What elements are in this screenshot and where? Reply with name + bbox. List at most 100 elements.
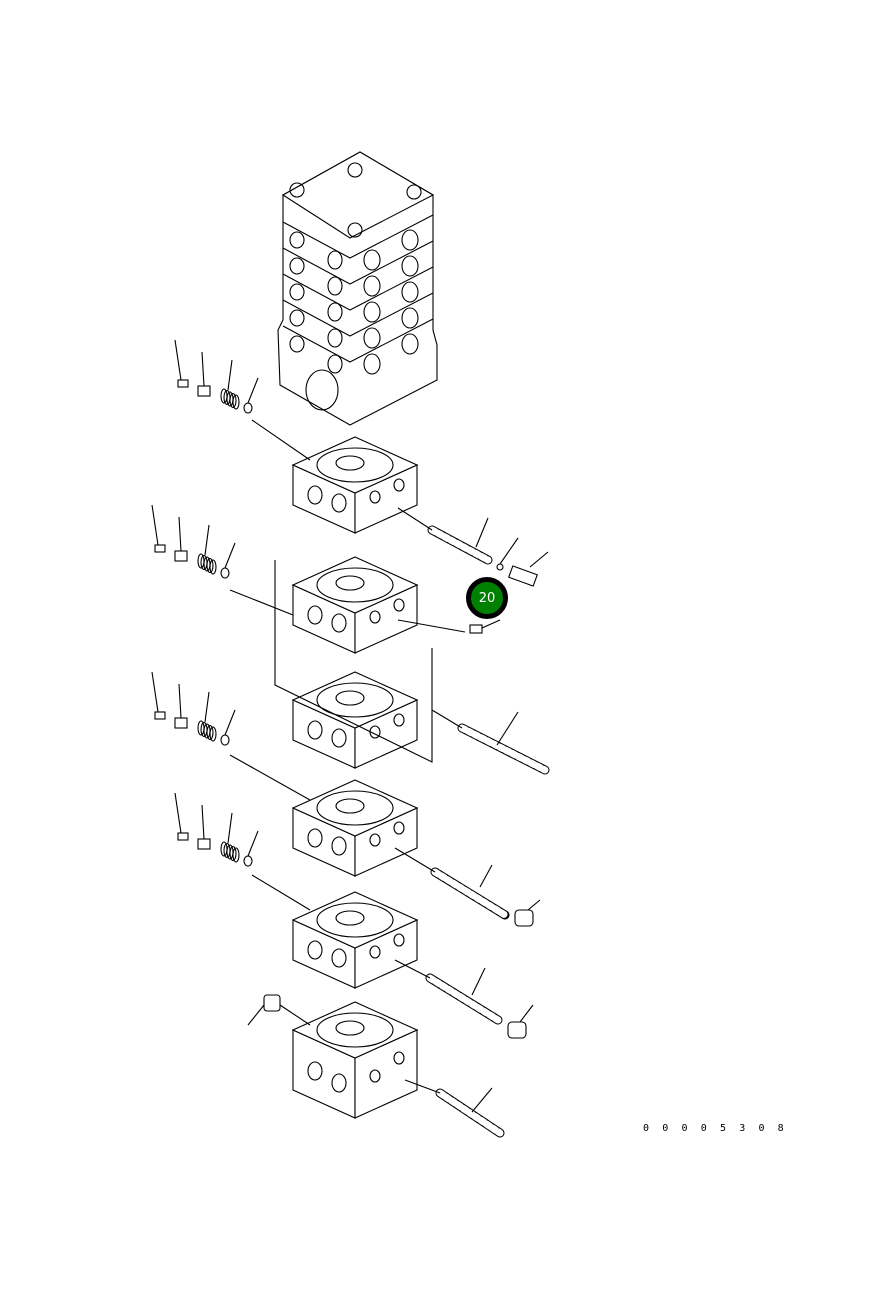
spring-coil — [206, 724, 214, 741]
leader-line — [251, 874, 311, 911]
leader-line — [394, 847, 436, 873]
leader-line — [496, 711, 519, 746]
end-cap — [514, 909, 534, 927]
stack-port — [401, 307, 419, 329]
poppet — [174, 550, 188, 562]
relief-valve-parts-2 — [154, 544, 230, 579]
main-port — [305, 369, 339, 411]
poppet — [197, 838, 211, 850]
stack-port — [289, 335, 305, 353]
stack-top — [281, 151, 435, 239]
port-center — [335, 575, 365, 591]
stack-port — [327, 250, 343, 270]
spool-3 — [457, 723, 550, 775]
leader-line — [174, 339, 182, 381]
leader-line — [174, 792, 182, 834]
port-center — [335, 910, 365, 926]
spring-coil — [229, 392, 237, 409]
spool-body — [426, 974, 502, 1024]
stack-port — [327, 276, 343, 296]
spool-body — [458, 724, 549, 774]
spool-5 — [425, 973, 503, 1025]
spring-coil — [206, 557, 214, 574]
stack-port — [363, 327, 381, 349]
port-hole — [369, 490, 381, 504]
spring-coil — [209, 726, 217, 742]
valve-section-3 — [291, 671, 419, 769]
stack-section-line — [282, 292, 434, 337]
port-hole — [393, 713, 405, 727]
leader-line — [471, 967, 486, 996]
assembly-bracket-line — [274, 560, 433, 763]
stack-port — [401, 255, 419, 277]
port-hole — [369, 833, 381, 847]
stack-port — [327, 354, 343, 374]
stack-section-line — [282, 266, 434, 311]
valve-section-4 — [291, 779, 419, 877]
poppet — [197, 385, 211, 397]
port-hole — [331, 836, 347, 856]
stack-port — [401, 229, 419, 251]
spool-body — [428, 526, 492, 564]
leader-line — [178, 683, 182, 719]
spring-coil — [232, 394, 240, 410]
valve-section-5 — [291, 891, 419, 989]
leader-line — [251, 419, 311, 461]
port-hole — [393, 933, 405, 947]
stack-port — [363, 249, 381, 271]
seal-ring — [220, 734, 230, 746]
spring-coil — [229, 845, 237, 862]
leader-line — [204, 524, 210, 556]
port-center — [335, 1020, 365, 1036]
valve-section-2 — [291, 556, 419, 654]
leader-line — [519, 1004, 534, 1023]
valve-section-1 — [291, 436, 419, 534]
relief-valve-parts-3 — [154, 711, 230, 746]
stack-port — [327, 328, 343, 348]
stack-port — [363, 275, 381, 297]
stack-port — [401, 281, 419, 303]
port-hole — [393, 821, 405, 835]
plug — [154, 544, 166, 553]
callout-badge-20[interactable]: 20 — [466, 577, 508, 619]
stack-section-line — [282, 214, 434, 259]
port-hole — [393, 598, 405, 612]
port-center — [335, 455, 365, 471]
leader-line — [499, 537, 519, 565]
port-hole — [393, 478, 405, 492]
ball — [496, 563, 504, 571]
spring-coil — [232, 847, 240, 863]
bolt-hole — [289, 182, 305, 198]
leader-line — [397, 507, 433, 531]
port-hole — [307, 605, 323, 625]
stack-port — [363, 353, 381, 375]
port-hole — [307, 485, 323, 505]
port-hole — [393, 1051, 405, 1065]
leader-line — [224, 542, 236, 569]
spool-1 — [427, 525, 493, 565]
port-hole — [307, 940, 323, 960]
port-hole — [331, 728, 347, 748]
spring-coil — [209, 559, 217, 575]
plug-cap — [508, 565, 538, 587]
port-hole — [307, 828, 323, 848]
block-top-face — [291, 891, 419, 949]
stack-port — [401, 333, 419, 355]
leader-line — [247, 377, 259, 404]
leader-line — [151, 671, 159, 713]
block-top-face — [291, 671, 419, 729]
plug — [177, 832, 189, 841]
port-hole — [331, 613, 347, 633]
block-top-face — [291, 1001, 419, 1059]
port-outline — [316, 682, 394, 718]
leader-line — [404, 1079, 441, 1094]
stack-port — [289, 309, 305, 327]
leader-line — [247, 1004, 265, 1026]
port-outline — [316, 902, 394, 938]
end-cap — [507, 1021, 527, 1039]
block-top-face — [291, 436, 419, 494]
relief-valve-parts-1 — [177, 379, 253, 414]
seal-ring — [243, 855, 253, 867]
poppet — [174, 717, 188, 729]
port-center — [335, 690, 365, 706]
